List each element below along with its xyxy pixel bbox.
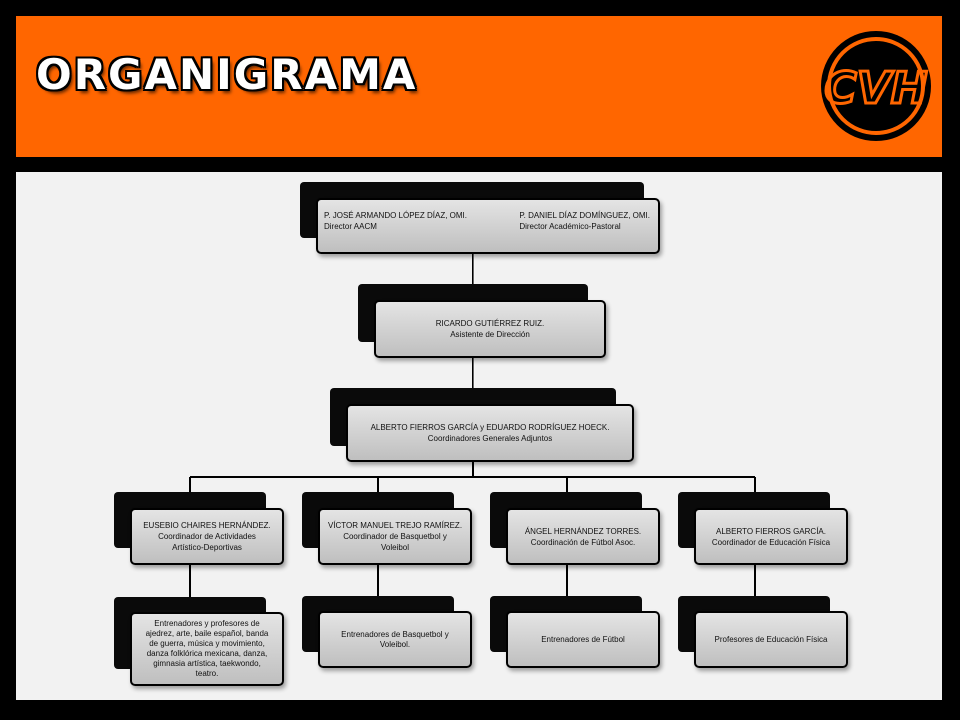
branch-3-staff-line-1: Entrenadores de Fútbol — [541, 634, 625, 644]
branch-1-staff-line-1: Entrenadores y profesores de — [154, 619, 260, 628]
branch-4-role-line1: Coordinador de Educación Física — [711, 537, 831, 547]
assistant-role: Asistente de Dirección — [450, 330, 530, 339]
director-aacm-name: P. JOSÉ ARMANDO LÓPEZ DÍAZ, OMI. — [324, 211, 467, 220]
branch-3-role-line1: Coordinación de Fútbol Asoc. — [530, 537, 636, 547]
director-academic-name: P. DANIEL DÍAZ DOMÍNGUEZ, OMI. — [519, 211, 650, 220]
branch-4-box: ALBERTO FIERROS GARCÍA. Coordinador de E… — [694, 508, 848, 565]
school-logo-icon: CVH — [821, 31, 931, 141]
branch-3-name: ÁNGEL HERNÁNDEZ TORRES. — [524, 526, 642, 536]
branch-1-role-line1: Coordinador de Actividades — [158, 532, 256, 541]
branch-1-box: EUSEBIO CHAIRES HERNÁNDEZ. Coordinador d… — [130, 508, 284, 565]
coordinators-role: Coordinadores Generales Adjuntos — [427, 434, 553, 443]
branch-2-staff-line-1: Entrenadores de Basquetbol y — [341, 629, 449, 639]
header-banner — [16, 16, 942, 157]
page-title: ORGANIGRAMA — [36, 50, 418, 99]
logo-lettering: CVH — [824, 63, 927, 114]
coordinators-box: ALBERTO FIERROS GARCÍA y EDUARDO RODRÍGU… — [346, 404, 634, 462]
assistant-name: RICARDO GUTIÉRREZ RUIZ. — [435, 319, 545, 328]
directors-box: P. JOSÉ ARMANDO LÓPEZ DÍAZ, OMI. Directo… — [316, 198, 660, 254]
branch-2-name: VÍCTOR MANUEL TREJO RAMÍREZ. — [327, 521, 463, 530]
branch-1-staff-line-2: ajedrez, arte, baile español, banda — [145, 629, 269, 638]
director-aacm-role: Director AACM — [324, 222, 377, 231]
branch-1-name: EUSEBIO CHAIRES HERNÁNDEZ. — [143, 521, 271, 530]
branch-4-staff-line-1: Profesores de Educación Física — [714, 634, 828, 644]
branch-1-staff-line-5: gimnasia artística, taekwondo, — [153, 659, 261, 668]
assistant-box: RICARDO GUTIÉRREZ RUIZ. Asistente de Dir… — [374, 300, 606, 358]
branch-1-staff-box: Entrenadores y profesores de ajedrez, ar… — [130, 612, 284, 686]
director-academic-role: Director Académico-Pastoral — [519, 222, 621, 231]
branch-1-staff-line-3: de guerra, música y movimiento, — [149, 639, 265, 648]
branch-2-staff-box: Entrenadores de Basquetbol y Voleibol. — [318, 611, 472, 668]
branch-3-staff-box: Entrenadores de Fútbol — [506, 611, 660, 668]
branch-1-staff-line-6: teatro. — [195, 669, 219, 678]
branch-4-staff-box: Profesores de Educación Física — [694, 611, 848, 668]
branch-2-role-line2: Voleibol — [380, 543, 410, 552]
branch-2-role-line1: Coordinador de Basquetbol y — [343, 532, 447, 541]
branch-1-role-line2: Artístico-Deportivas — [172, 543, 242, 552]
director-aacm: P. JOSÉ ARMANDO LÓPEZ DÍAZ, OMI. Directo… — [324, 210, 467, 252]
branch-2-staff-line-2: Voleibol. — [379, 639, 411, 649]
branch-3-box: ÁNGEL HERNÁNDEZ TORRES. Coordinación de … — [506, 508, 660, 565]
coordinators-name: ALBERTO FIERROS GARCÍA y EDUARDO RODRÍGU… — [370, 423, 610, 432]
director-academic: P. DANIEL DÍAZ DOMÍNGUEZ, OMI. Director … — [519, 210, 650, 252]
branch-4-name: ALBERTO FIERROS GARCÍA. — [716, 526, 826, 536]
branch-1-staff-line-4: danza folklórica mexicana, danza, — [146, 649, 268, 658]
branch-2-box: VÍCTOR MANUEL TREJO RAMÍREZ. Coordinador… — [318, 508, 472, 565]
